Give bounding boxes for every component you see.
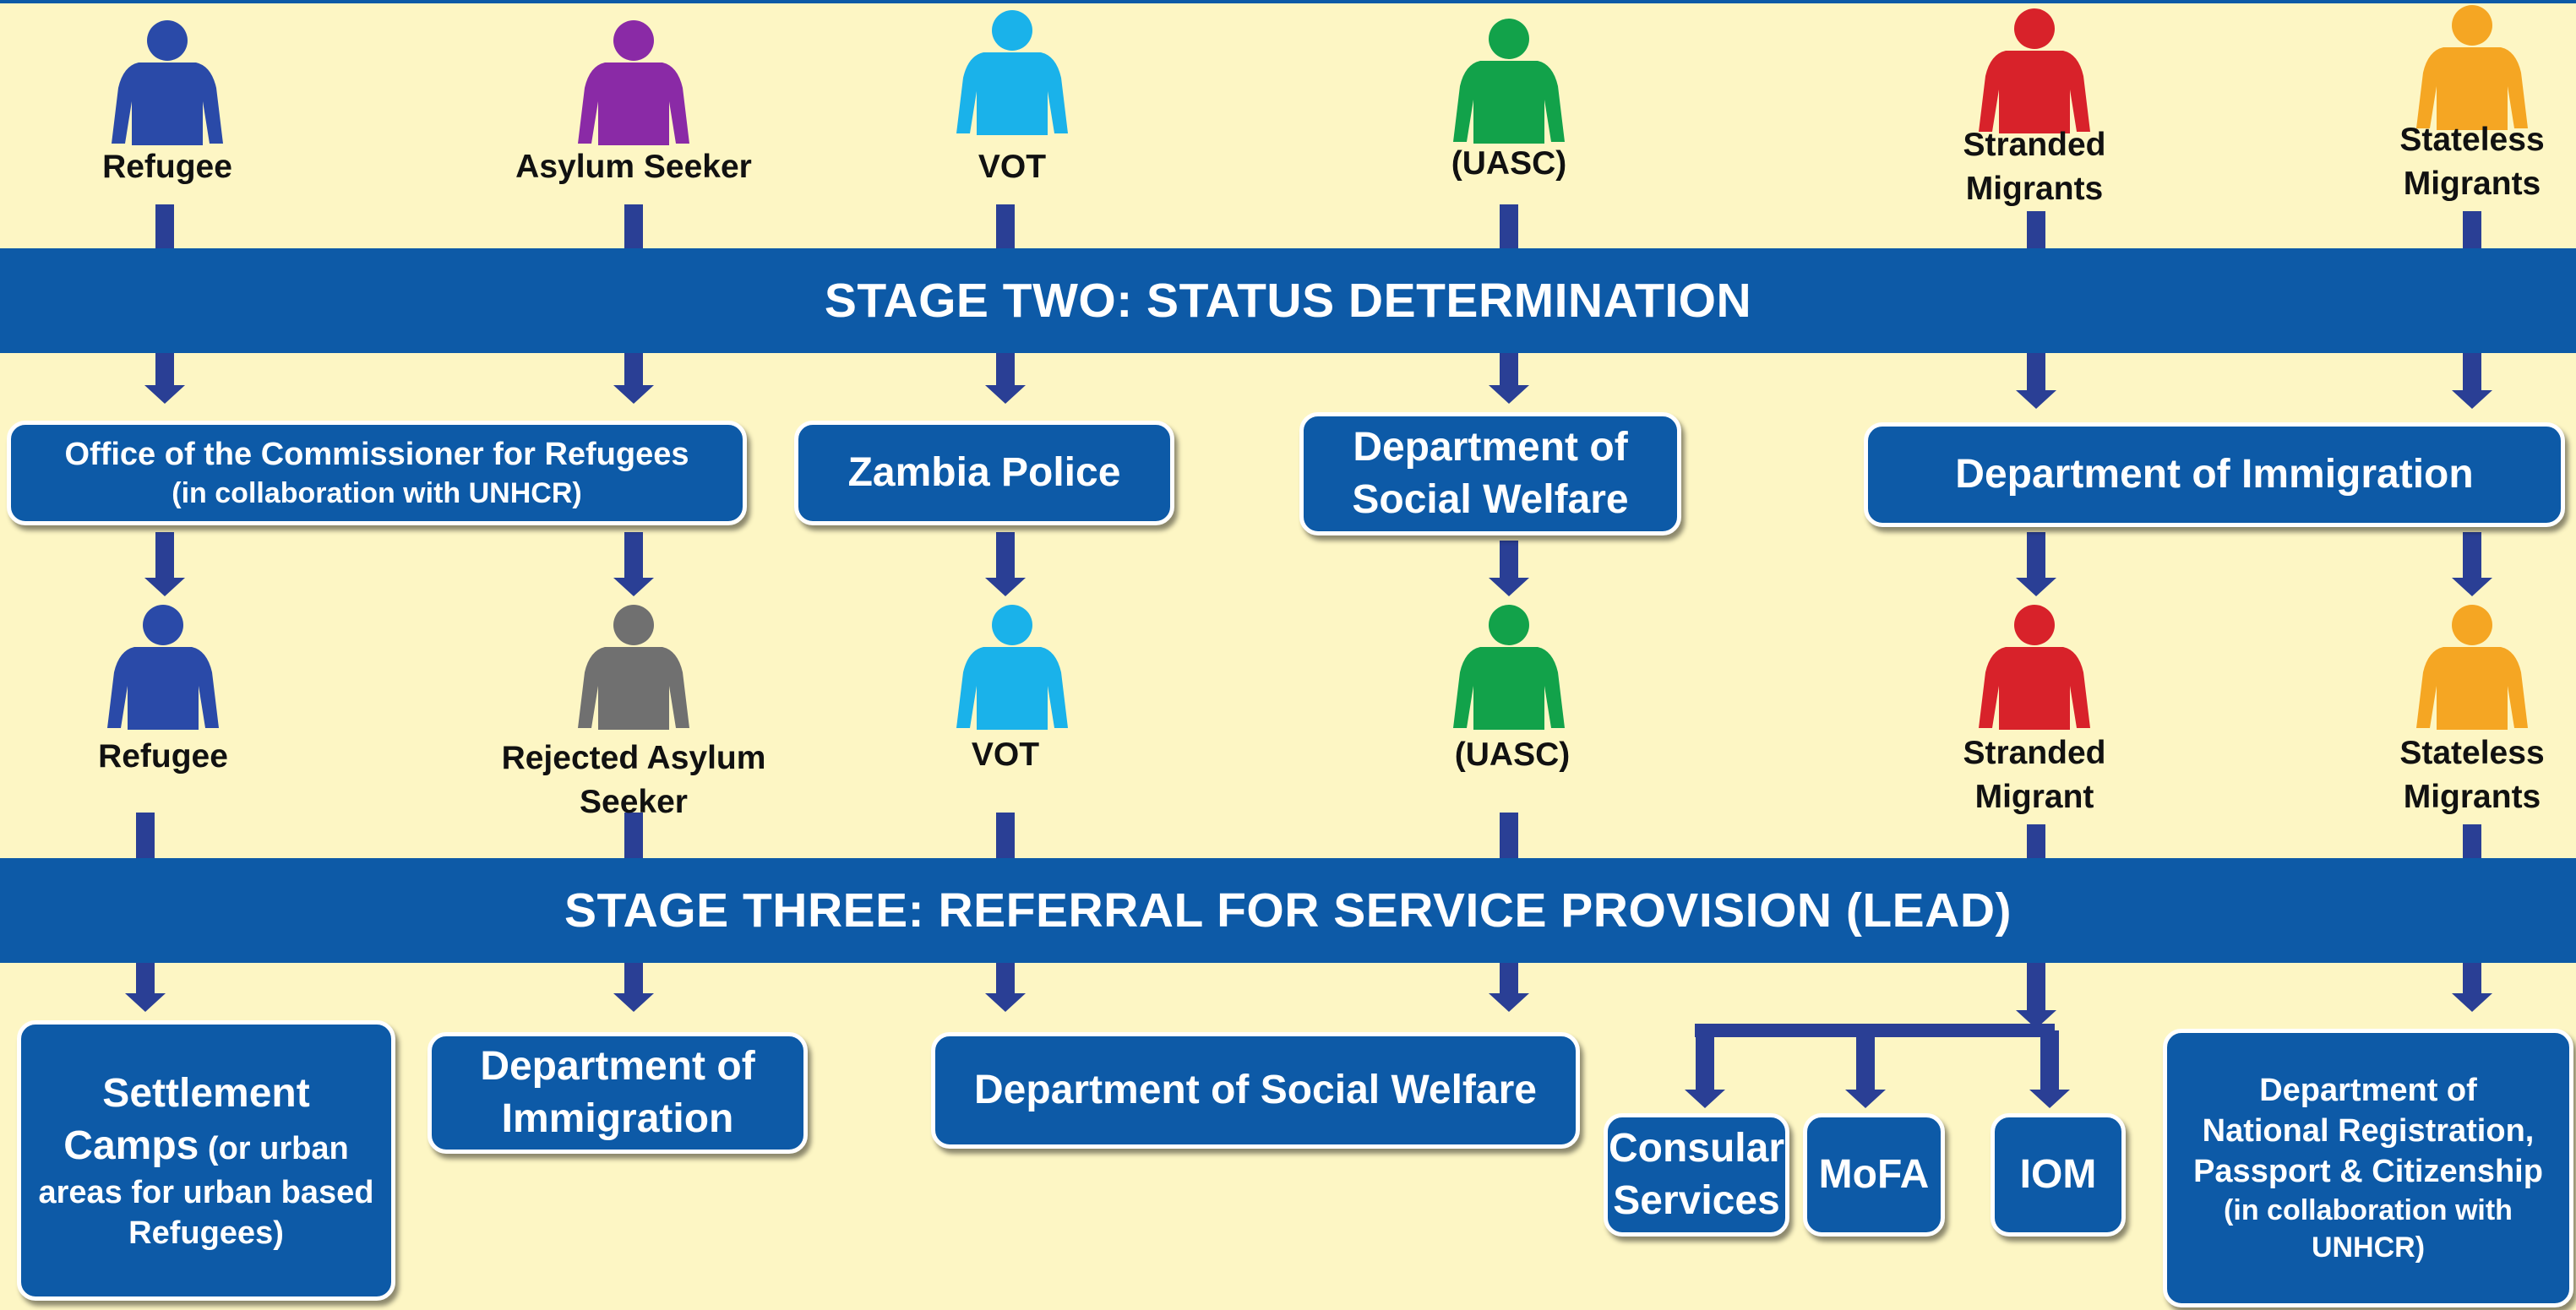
row2-label-vot: VOT: [971, 737, 1040, 773]
person-icon-row1-stateless: [2416, 5, 2528, 130]
row1-label-uasc: (UASC): [1451, 145, 1567, 182]
box-social-welfare-referral: Department of Social Welfare: [931, 1032, 1580, 1149]
arrow-outcome-2: [985, 532, 1026, 596]
arrow-outcome-1: [613, 532, 654, 596]
person-icon-row2-stateless: [2416, 605, 2528, 730]
box-national-registration: Department of National Registration, Pas…: [2163, 1029, 2573, 1307]
arrow-outcome-4: [2016, 532, 2056, 596]
arrow-to-consular: [1685, 1030, 1725, 1108]
box-zambia-police: Zambia Police: [794, 421, 1174, 525]
person-icon-row2-vot: [956, 605, 1068, 730]
box-settlement-camps: Settlement Camps (or urban areas for urb…: [17, 1020, 395, 1301]
person-icon-row1-stranded: [1979, 8, 2090, 133]
person-icon-row1-vot: [956, 10, 1068, 135]
arrow-outcome-0: [144, 532, 185, 596]
person-icon-row2-refugee: [107, 605, 219, 730]
box-iom: IOM: [1991, 1113, 2126, 1237]
row2-label-uasc: (UASC): [1454, 737, 1571, 773]
box-commissioner-for-refugees: Office of the Commissioner for Refugees …: [7, 421, 747, 525]
person-icon-row1-uasc: [1453, 19, 1565, 144]
person-icon-row2-uasc: [1453, 605, 1565, 730]
box-consular-services: Consular Services: [1604, 1113, 1789, 1237]
row1-label-refugee: Refugee: [102, 149, 232, 185]
box-mofa: MoFA: [1803, 1113, 1945, 1237]
box-social-welfare-determination: Department of Social Welfare: [1299, 412, 1681, 535]
person-icon-row1-refugee: [112, 20, 223, 145]
box-immigration-referral: Department of Immigration: [428, 1032, 808, 1154]
top-rule: [0, 0, 2576, 3]
arrow-outcome-3: [1489, 541, 1529, 596]
row2-label-refugee: Refugee: [98, 738, 228, 775]
arrow-to-mofa: [1845, 1030, 1886, 1108]
stage-three-band: STAGE THREE: REFERRAL FOR SERVICE PROVIS…: [0, 858, 2576, 963]
person-icon-row2-rejected-asylum-seeker: [578, 605, 689, 730]
row1-label-vot: VOT: [978, 149, 1047, 185]
person-icon-row2-stranded: [1979, 605, 2090, 730]
arrow-to-iom: [2029, 1030, 2070, 1108]
person-icon-row1-asylum_seeker: [578, 20, 689, 145]
row1-label-asylum-seeker: Asylum Seeker: [515, 149, 752, 185]
row2-label-rejected-asylum-seeker: Rejected Asylum Seeker: [501, 740, 766, 820]
stage-two-band: STAGE TWO: STATUS DETERMINATION: [0, 248, 2576, 353]
arrow-outcome-5: [2452, 532, 2492, 596]
box-immigration-determination: Department of Immigration: [1864, 422, 2565, 527]
